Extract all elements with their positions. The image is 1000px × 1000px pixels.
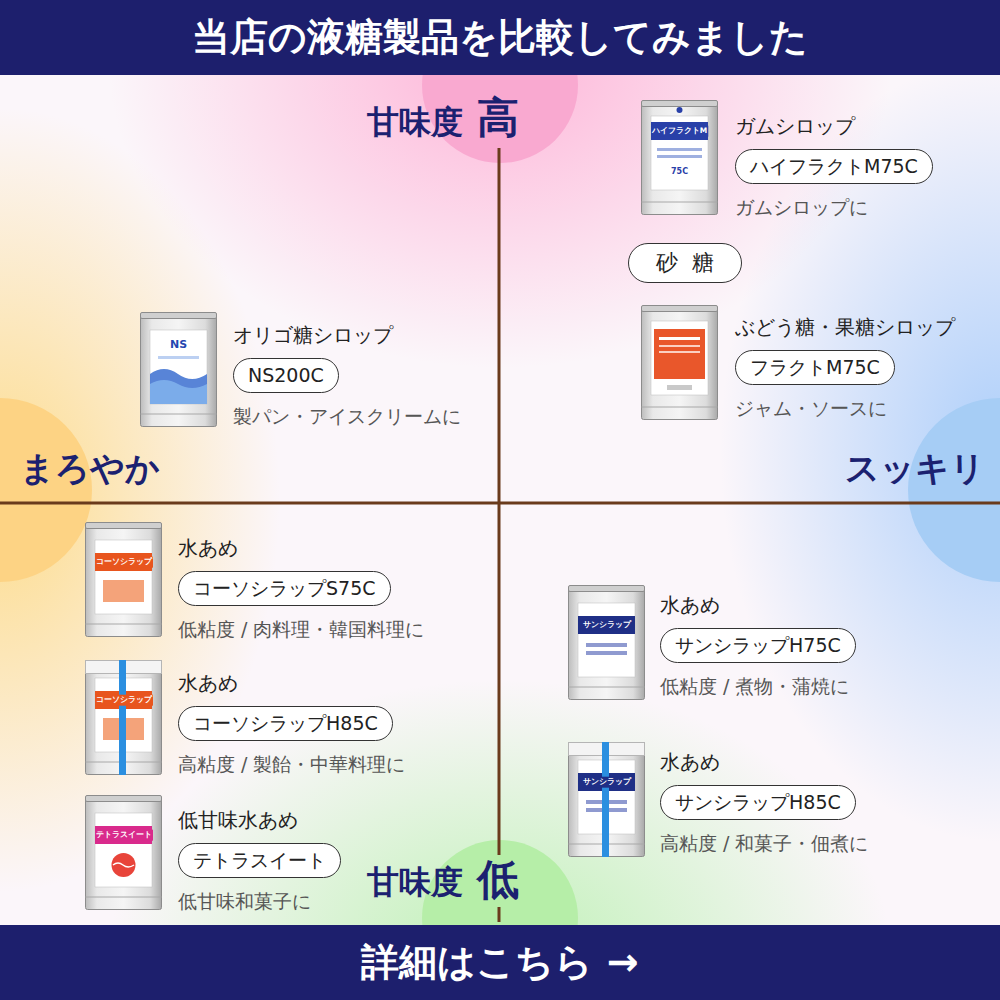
title-text: 当店の液糖製品を比較してみました — [0, 0, 1000, 75]
product-name: ガムシロップ — [735, 113, 933, 139]
product-name: 水あめ — [178, 535, 424, 561]
product-entry: 水あめコーソシラップS75C 低粘度 / 肉料理・韓国料理に — [178, 535, 424, 642]
comparison-pill: 砂糖 — [628, 243, 742, 283]
axis-label: まろやか — [20, 448, 160, 489]
usage-note: 高粘度 / 和菓子・佃煮に — [660, 830, 868, 856]
usage-note: 低粘度 / 煮物・蒲焼に — [660, 673, 856, 699]
can-icon — [86, 796, 162, 910]
axis-line — [0, 502, 1000, 505]
product-name: 水あめ — [660, 592, 856, 618]
link-text: 詳細はこちら → — [0, 925, 1000, 1000]
product-name: 水あめ — [660, 749, 868, 775]
can-label: コーソシラップ — [95, 557, 153, 568]
product-code-pill: フラクトM75C — [735, 350, 895, 385]
usage-note: ガムシロップに — [735, 194, 933, 220]
product-entry: ぶどう糖・果糖シロップフラクトM75C ジャム・ソースに — [735, 314, 955, 421]
axis-label: 甘味度 — [367, 863, 463, 901]
can-icon — [642, 306, 718, 420]
product-entry: 低甘味水あめテトラスイート低甘味和菓子に — [178, 807, 341, 914]
can-label: サンシラップ — [582, 620, 632, 631]
product-entry: オリゴ糖シロップ NS200C 製パン・アイスクリームに — [233, 322, 461, 429]
usage-note: 低粘度 / 肉料理・韓国料理に — [178, 616, 424, 642]
product-name: 低甘味水あめ — [178, 807, 341, 833]
axis-label: 低 — [477, 855, 519, 905]
product-entry: 水あめコーソシラップH85C 高粘度 / 製飴・中華料理に — [178, 670, 405, 777]
product-code-pill: NS200C — [233, 358, 339, 393]
can-label: 75C — [670, 168, 689, 177]
usage-note: 低甘味和菓子に — [178, 888, 341, 914]
can-label: NS — [169, 339, 188, 351]
axis-line — [498, 907, 501, 922]
product-name: 水あめ — [178, 670, 405, 696]
can-label: コーソシラップ — [95, 695, 153, 706]
can-icon — [141, 313, 217, 427]
link-bar: 詳細はこちら → — [0, 925, 1000, 1000]
axis-label: スッキリ — [845, 448, 985, 489]
can-icon — [569, 742, 645, 857]
can-icon — [642, 101, 718, 215]
can-icon — [86, 523, 162, 637]
pill-text: 砂糖 — [643, 248, 727, 278]
can-icon — [86, 660, 162, 775]
product-name: ぶどう糖・果糖シロップ — [735, 314, 955, 340]
product-code-pill: コーソシラップH85C — [178, 706, 393, 741]
can-icon — [569, 586, 645, 700]
product-code-pill: サンシラップH75C — [660, 628, 856, 663]
accent-circle — [0, 398, 92, 582]
title-bar: 当店の液糖製品を比較してみました — [0, 0, 1000, 75]
product-entry: ガムシロップハイフラクトM75C ガムシロップに — [735, 113, 933, 220]
axis-label: 高 — [477, 93, 519, 143]
accent-circle — [908, 398, 1000, 582]
product-code-pill: ハイフラクトM75C — [735, 149, 933, 184]
product-entry: 水あめサンシラップH75C 低粘度 / 煮物・蒲焼に — [660, 592, 856, 699]
product-name: オリゴ糖シロップ — [233, 322, 461, 348]
product-code-pill: サンシラップH85C — [660, 785, 856, 820]
product-code-pill: コーソシラップS75C — [178, 571, 391, 606]
product-code-pill: テトラスイート — [178, 843, 341, 878]
usage-note: ジャム・ソースに — [735, 395, 955, 421]
can-label: サンシラップ — [582, 777, 632, 788]
axis-label: 甘味度 — [367, 103, 463, 141]
usage-note: 高粘度 / 製飴・中華料理に — [178, 751, 405, 777]
can-label: ハイフラクトM — [651, 126, 708, 137]
can-label: テトラスイート — [95, 830, 153, 841]
usage-note: 製パン・アイスクリームに — [233, 403, 461, 429]
product-entry: 水あめサンシラップH85C 高粘度 / 和菓子・佃煮に — [660, 749, 868, 856]
